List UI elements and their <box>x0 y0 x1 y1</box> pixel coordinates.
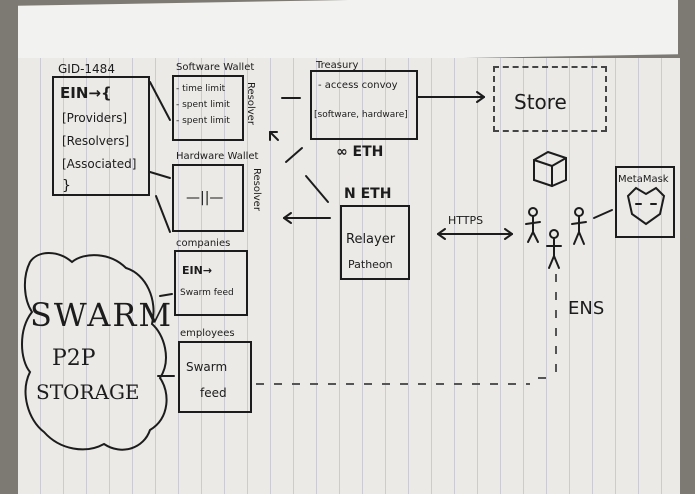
gid-close-brace: } <box>62 178 71 194</box>
software-wallet-item-2: - spent limit <box>176 100 230 110</box>
software-wallet-box <box>172 75 244 141</box>
software-wallet-item-3: - spent limit <box>176 116 230 126</box>
companies-ein: EIN→ <box>182 264 213 277</box>
relayer-balance: N ETH <box>344 186 392 202</box>
connector-user-metamask <box>593 209 613 219</box>
relayer-label: Relayer <box>346 232 396 247</box>
relayer-sub: Patheon <box>348 258 393 271</box>
user-figure-icon <box>571 207 587 245</box>
arrow-to-software <box>269 131 279 141</box>
treasury-title: Treasury <box>316 60 359 71</box>
connector-gid-companies <box>155 195 171 233</box>
gid-providers: [Providers] <box>62 111 128 125</box>
metamask-fox-icon <box>626 186 666 226</box>
store-cube-icon <box>533 150 567 188</box>
treasury-modes: [software, hardware] <box>314 110 408 120</box>
gid-associated: [Associated] <box>62 157 137 171</box>
swarm-label: SWARM <box>30 296 174 334</box>
store-box <box>493 66 607 132</box>
store-label: Store <box>514 90 567 114</box>
software-wallet-title: Software Wallet <box>176 62 255 73</box>
gid-title: GID-1484 <box>58 62 115 76</box>
connector-treasury-relayer <box>305 175 329 203</box>
treasury-access: - access convoy <box>318 80 398 91</box>
ens-label: ENS <box>568 298 605 319</box>
connector-hardware-treasury <box>285 147 303 163</box>
relayer-box <box>340 205 410 280</box>
connector-gid-hardware <box>149 171 171 179</box>
swarm-storage: STORAGE <box>36 380 140 404</box>
swarm-p2p: P2P <box>52 346 96 371</box>
gid-box <box>52 76 150 196</box>
employees-box <box>178 341 252 413</box>
companies-title: companies <box>176 238 231 249</box>
companies-box <box>174 250 248 316</box>
treasury-balance: ∞ ETH <box>336 144 384 160</box>
hardware-wallet-symbol: —||— <box>186 190 224 206</box>
employees-swarm: Swarm <box>186 360 228 374</box>
hardware-wallet-title: Hardware Wallet <box>176 151 259 162</box>
gid-ein: EIN→{ <box>60 84 112 102</box>
treasury-box <box>310 70 418 140</box>
user-figure-icon <box>546 229 562 269</box>
hardware-wallet-box <box>172 164 244 232</box>
https-label: HTTPS <box>448 214 484 227</box>
connector-gid-software <box>149 81 171 121</box>
connector-swarm-companies <box>159 293 173 297</box>
employees-title: employees <box>180 328 235 339</box>
user-figure-icon <box>525 207 541 243</box>
companies-feed: Swarm feed <box>180 288 234 298</box>
software-wallet-item-1: - time limit <box>176 84 226 94</box>
gid-resolvers: [Resolvers] <box>62 134 130 148</box>
employees-feed: feed <box>200 386 227 400</box>
metamask-label: MetaMask <box>618 174 669 185</box>
metamask-box <box>615 166 675 238</box>
